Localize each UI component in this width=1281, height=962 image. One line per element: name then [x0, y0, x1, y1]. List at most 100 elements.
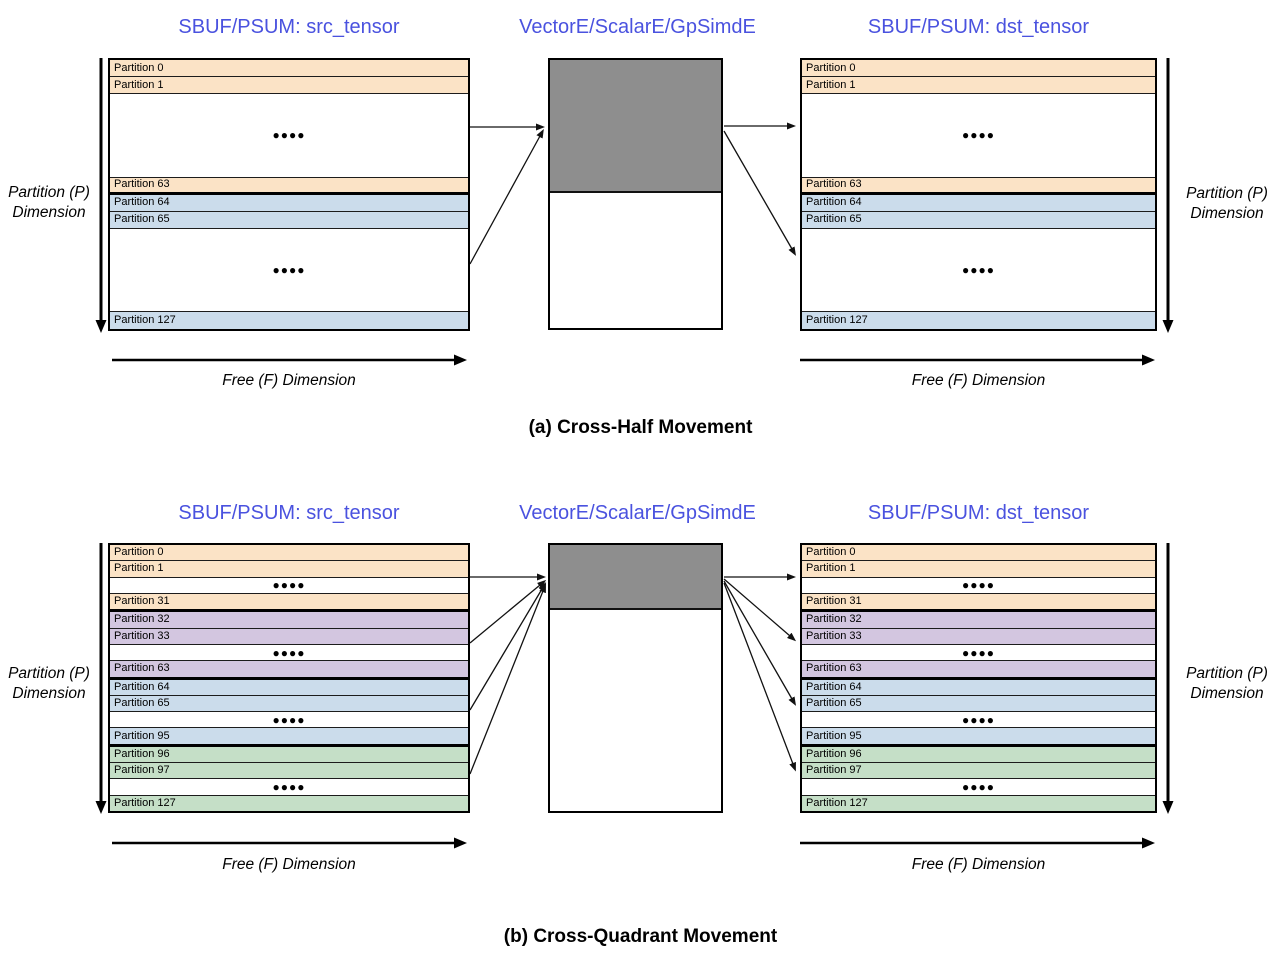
src-tensor-box-a: Partition 0 Partition 1 ●●●● Partition 6…	[108, 58, 470, 331]
partition-row: Partition 65	[110, 211, 468, 229]
partition-label: Partition 33	[114, 629, 170, 642]
partition-row: Partition 97	[110, 763, 468, 780]
ellipsis-dots: ●●●●	[962, 262, 995, 277]
free-axis-label-b-right: Free (F) Dimension	[911, 856, 1046, 873]
partition-label: Partition 95	[806, 729, 862, 742]
partition-row: Partition 0	[110, 545, 468, 562]
engine-box-a	[548, 58, 723, 330]
partition-row: Partition 63	[802, 661, 1155, 680]
partition-label: Partition 0	[806, 546, 856, 559]
src-tensor-box-b: Partition 0 Partition 1 ●●●● Partition 3…	[108, 543, 470, 813]
partition-row: Partition 127	[802, 312, 1155, 329]
partition-row: Partition 65	[110, 695, 468, 713]
ellipsis-row: ●●●●	[802, 228, 1155, 312]
partition-label: Partition 127	[114, 314, 176, 326]
arrow-b-engine-to-dst-q2	[723, 578, 797, 642]
partition-row: Partition 31	[802, 593, 1155, 613]
ellipsis-dots: ●●●●	[962, 780, 995, 795]
partition-row: Partition 0	[802, 545, 1155, 562]
partition-axis-label-b-right: Partition (P) Dimension	[1178, 664, 1276, 704]
partition-row: Partition 63	[110, 177, 468, 195]
partition-label: Partition 95	[114, 729, 170, 742]
partition-row: Partition 64	[110, 194, 468, 212]
partition-label: Partition 63	[114, 178, 170, 190]
ellipsis-row: ●●●●	[110, 779, 468, 796]
partition-row: Partition 0	[110, 60, 468, 77]
title-src-tensor-a: SBUF/PSUM: src_tensor	[178, 16, 400, 38]
partition-row: Partition 64	[110, 679, 468, 696]
ellipsis-dots: ●●●●	[962, 128, 995, 143]
partition-label: Partition 1	[806, 78, 856, 91]
axis-line2: Dimension	[12, 685, 86, 702]
free-axis-label-a-left: Free (F) Dimension	[222, 372, 356, 389]
axis-line2: Dimension	[1190, 685, 1264, 702]
partition-row: Partition 96	[802, 746, 1155, 764]
partition-label: Partition 31	[806, 595, 862, 608]
partition-label: Partition 63	[806, 178, 862, 190]
partition-row: Partition 96	[110, 746, 468, 764]
ellipsis-row: ●●●●	[802, 712, 1155, 729]
partition-label: Partition 33	[806, 629, 862, 642]
arrow-a-src-lower-to-engine	[469, 128, 544, 265]
partition-label: Partition 96	[114, 747, 170, 760]
partition-label: Partition 32	[806, 613, 862, 626]
caption-b: (b) Cross-Quadrant Movement	[503, 926, 778, 947]
ellipsis-dots: ●●●●	[272, 128, 306, 143]
ellipsis-dots: ●●●●	[962, 578, 995, 593]
axis-line1: Partition (P)	[1186, 665, 1268, 682]
partition-label: Partition 127	[806, 796, 868, 809]
partition-label: Partition 65	[114, 213, 170, 225]
partition-row: Partition 97	[802, 763, 1155, 780]
ellipsis-row: ●●●●	[110, 228, 468, 312]
partition-label: Partition 64	[114, 196, 170, 208]
ellipsis-row: ●●●●	[110, 712, 468, 729]
axis-line1: Partition (P)	[1186, 185, 1268, 202]
ellipsis-dots: ●●●●	[272, 578, 306, 593]
ellipsis-row: ●●●●	[110, 577, 468, 594]
partition-label: Partition 65	[806, 213, 862, 225]
partition-row: Partition 127	[802, 795, 1155, 811]
partition-label: Partition 1	[806, 562, 856, 575]
partition-row: Partition 31	[110, 593, 468, 613]
partition-label: Partition 64	[114, 680, 170, 693]
partition-label: Partition 127	[806, 314, 868, 326]
axis-line2: Dimension	[1190, 205, 1264, 222]
partition-label: Partition 0	[114, 61, 164, 74]
engine-box-b	[548, 543, 723, 813]
arrow-b-src-q3-to-engine	[469, 582, 547, 711]
partition-label: Partition 63	[806, 662, 862, 675]
partition-row: Partition 32	[802, 612, 1155, 629]
ellipsis-row: ●●●●	[802, 94, 1155, 178]
partition-row: Partition 63	[110, 661, 468, 680]
partition-label: Partition 64	[806, 196, 862, 208]
partition-row: Partition 0	[802, 60, 1155, 77]
arrow-a-engine-to-dst-lower	[723, 130, 796, 256]
partition-row: Partition 95	[802, 728, 1155, 747]
partition-row: Partition 65	[802, 211, 1155, 229]
arrow-b-src-q2-to-engine	[469, 579, 547, 644]
partition-row: Partition 95	[110, 728, 468, 747]
partition-label: Partition 96	[806, 747, 862, 760]
partition-label: Partition 64	[806, 680, 862, 693]
partition-row: Partition 64	[802, 679, 1155, 696]
axis-line1: Partition (P)	[8, 184, 90, 201]
partition-label: Partition 97	[114, 764, 170, 777]
ellipsis-row: ●●●●	[802, 779, 1155, 796]
partition-row: Partition 1	[110, 561, 468, 578]
caption-a: (a) Cross-Half Movement	[528, 417, 753, 438]
partition-label: Partition 31	[114, 595, 170, 608]
partition-label: Partition 65	[806, 696, 862, 709]
partition-label: Partition 0	[114, 546, 164, 559]
ellipsis-dots: ●●●●	[272, 262, 306, 277]
partition-label: Partition 63	[114, 662, 170, 675]
axis-line1: Partition (P)	[8, 665, 90, 682]
ellipsis-dots: ●●●●	[272, 780, 306, 795]
title-dst-tensor-b: SBUF/PSUM: dst_tensor	[867, 502, 1090, 524]
partition-label: Partition 97	[806, 764, 862, 777]
partition-axis-label-a-left: Partition (P) Dimension	[0, 183, 98, 223]
free-axis-label-a-right: Free (F) Dimension	[911, 372, 1046, 389]
ellipsis-row: ●●●●	[802, 644, 1155, 662]
arrow-b-src-q4-to-engine	[469, 583, 546, 775]
partition-label: Partition 32	[114, 613, 170, 626]
